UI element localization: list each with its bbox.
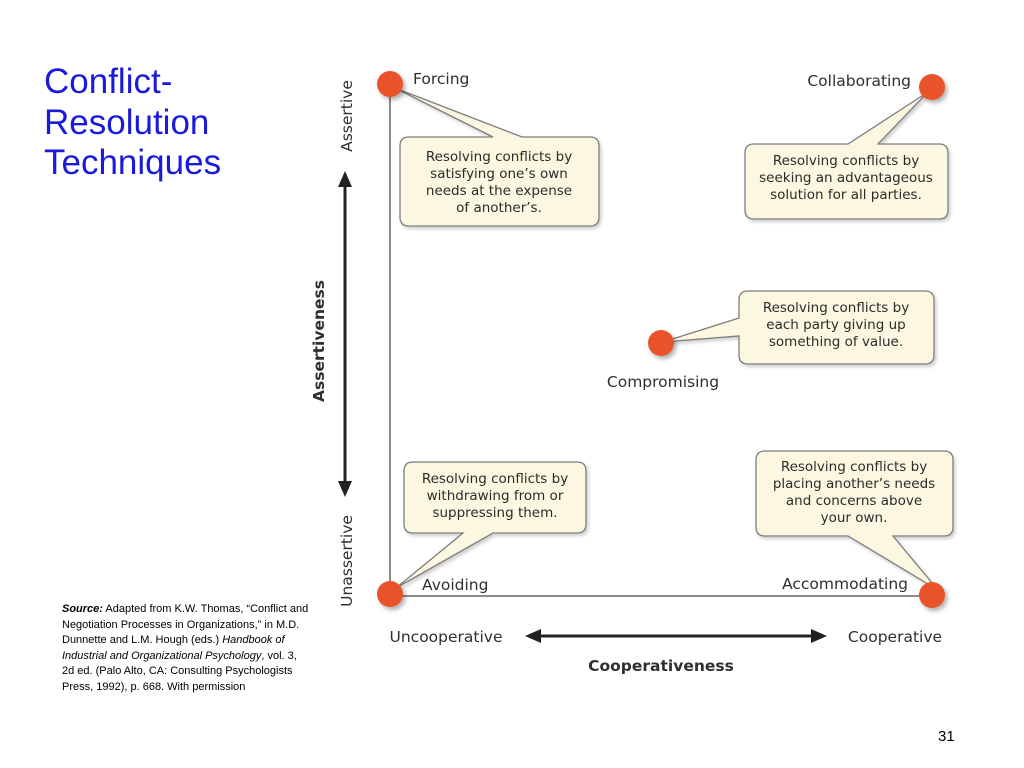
- accommodating-desc-3: and concerns above: [786, 493, 922, 509]
- forcing-dot: [377, 71, 403, 97]
- accommodating-desc-4: your own.: [821, 510, 888, 526]
- compromising-label: Compromising: [607, 373, 719, 391]
- forcing-bubble: [394, 87, 600, 227]
- source-text-2: , vol. 3, 2d ed. (Palo Alto, CA: Consult…: [62, 649, 297, 693]
- accommodating-desc-2: placing another’s needs: [773, 476, 935, 492]
- collaborating-desc-2: seeking an advantageous: [759, 170, 933, 186]
- technique-forcing: Resolving conflicts by satisfying one’s …: [377, 70, 600, 227]
- compromising-dot: [648, 330, 674, 356]
- avoiding-desc-2: withdrawing from or: [427, 488, 564, 504]
- accommodating-dot: [919, 582, 945, 608]
- collaborating-desc-1: Resolving conflicts by: [773, 153, 919, 169]
- forcing-label: Forcing: [413, 70, 469, 88]
- slide-title: Conflict- Resolution Techniques: [44, 62, 284, 184]
- title-line-2: Resolution: [44, 102, 210, 142]
- collaborating-bubble: [744, 91, 949, 220]
- compromising-desc-3: something of value.: [769, 334, 903, 350]
- collaborating-desc-3: solution for all parties.: [770, 187, 922, 203]
- avoiding-desc-3: suppressing them.: [432, 505, 557, 521]
- assertive-label: Assertive: [338, 80, 356, 152]
- forcing-desc-3: needs at the expense: [426, 183, 572, 199]
- source-text-1: Adapted from K.W. Thomas, “Conflict and …: [62, 603, 309, 646]
- title-line-3: Techniques: [44, 143, 222, 183]
- accommodating-desc-1: Resolving conflicts by: [781, 459, 927, 475]
- uncooperative-label: Uncooperative: [390, 628, 503, 646]
- compromising-desc-1: Resolving conflicts by: [763, 300, 909, 316]
- assertiveness-title: Assertiveness: [310, 280, 328, 402]
- source-label: Source:: [62, 603, 103, 615]
- avoiding-label: Avoiding: [422, 576, 488, 594]
- compromising-desc-2: each party giving up: [766, 317, 905, 333]
- forcing-desc-4: of another’s.: [456, 200, 542, 216]
- avoiding-bubble: [395, 461, 587, 589]
- forcing-desc-2: satisfying one’s own: [430, 166, 568, 182]
- arrow-left-head: [525, 629, 541, 643]
- page-number: 31: [938, 728, 955, 745]
- arrow-up-head: [338, 171, 352, 187]
- avoiding-desc-1: Resolving conflicts by: [422, 471, 568, 487]
- source-book-title: Handbook of Industrial and Organizationa…: [62, 634, 285, 662]
- technique-avoiding: Resolving conflicts by withdrawing from …: [377, 461, 587, 607]
- technique-accommodating: Resolving conflicts by placing another’s…: [755, 450, 954, 608]
- unassertive-label: Unassertive: [338, 515, 356, 607]
- technique-compromising: Resolving conflicts by each party giving…: [607, 290, 935, 391]
- cooperativeness-title: Cooperativeness: [588, 657, 734, 675]
- arrow-right-head: [811, 629, 827, 643]
- collaborating-label: Collaborating: [807, 72, 911, 90]
- title-line-1: Conflict-: [44, 62, 173, 101]
- cooperative-label: Cooperative: [848, 628, 942, 646]
- source-note: Source: Adapted from K.W. Thomas, “Confl…: [62, 602, 310, 695]
- collaborating-dot: [919, 74, 945, 100]
- forcing-desc-1: Resolving conflicts by: [426, 149, 572, 165]
- accommodating-label: Accommodating: [782, 575, 908, 593]
- technique-collaborating: Resolving conflicts by seeking an advant…: [744, 72, 949, 220]
- compromising-bubble: [662, 290, 935, 365]
- accommodating-bubble: [755, 450, 954, 591]
- avoiding-dot: [377, 581, 403, 607]
- arrow-down-head: [338, 481, 352, 497]
